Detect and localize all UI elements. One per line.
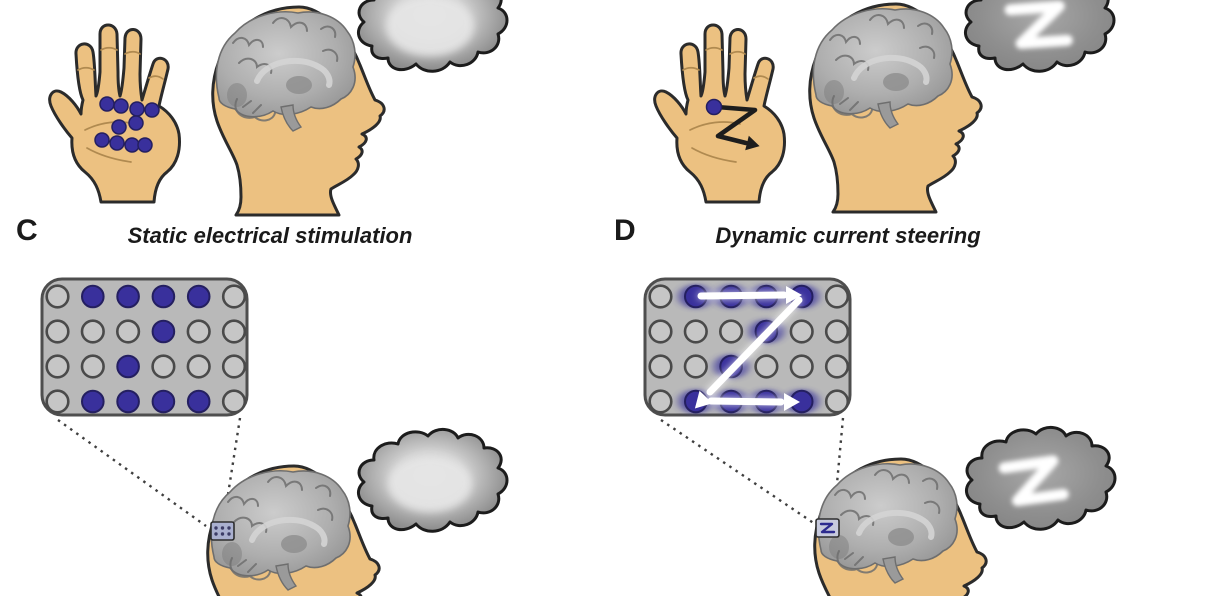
electrode-array-board: [643, 277, 852, 417]
arrow-top: [697, 291, 788, 300]
tactile-dot: [124, 137, 140, 153]
electrode-2-5: [221, 354, 247, 379]
z-trace-arrowhead: [745, 135, 760, 151]
electrode-0-0: [45, 284, 70, 309]
arrow-bottom-head: [784, 393, 800, 411]
active-electrode-0-1: [81, 284, 105, 309]
blurry-percept-blob: [386, 0, 474, 56]
zoom-callout-line-right-c: [222, 417, 242, 521]
tactile-dot: [128, 115, 144, 131]
hand-icon: [653, 23, 786, 204]
topleft-percept-cloud: [356, 0, 509, 73]
occipital-implant-chip-z-icon: [814, 517, 841, 539]
hand-icon: [48, 23, 181, 204]
electrode-2-3: [151, 354, 176, 379]
tactile-dot: [113, 98, 129, 114]
electrode-3-0: [648, 389, 673, 414]
panel-c-head-with-implant: [208, 466, 379, 596]
electrode-1-4: [186, 319, 211, 344]
active-electrode-1-3: [151, 319, 176, 344]
electrode-2-4: [789, 354, 814, 379]
electrode-1-4: [789, 319, 814, 344]
tactile-dot: [94, 132, 110, 148]
panel-c-electrode-array: [40, 277, 249, 417]
active-electrode-3-1: [81, 389, 105, 414]
zoom-callout-line-right-d: [832, 417, 845, 517]
z-trace-path: [714, 104, 758, 146]
zoom-callout-line-left-c: [57, 419, 207, 527]
current-steering-z-arrows: [694, 286, 803, 411]
topleft-hand-dot-pattern: [48, 23, 181, 204]
electrode-3-5: [221, 389, 247, 414]
zoom-callout-line-left-d: [660, 419, 819, 527]
electrode-1-5: [221, 319, 247, 344]
topright-head-with-brain: [810, 4, 981, 212]
electrode-2-1: [80, 354, 105, 379]
tactile-dot: [144, 102, 160, 118]
electrode-3-0: [45, 389, 70, 414]
topright-hand-traced-z: [653, 23, 786, 204]
blurry-percept-blob: [388, 456, 472, 512]
panel-d-head-with-implant: [815, 459, 986, 596]
active-electrode-3-3: [151, 389, 176, 414]
electrode-1-2: [116, 319, 141, 344]
tactile-dot: [111, 119, 127, 135]
electrode-2-5: [824, 354, 850, 379]
active-electrode-0-3: [151, 284, 176, 309]
tactile-dot: [109, 135, 125, 151]
electrode-2-1: [683, 354, 708, 379]
electrode-0-5: [824, 284, 850, 309]
electrode-1-0: [648, 319, 673, 344]
arrow-diagonal-head: [694, 390, 713, 409]
electrode-2-0: [648, 354, 673, 379]
electrode-2-0: [45, 354, 70, 379]
electrode-3-5: [824, 389, 850, 414]
electrode-1-0: [45, 319, 70, 344]
electrode-array-board: [40, 277, 249, 417]
arrow-bottom: [707, 397, 785, 406]
electrode-2-4: [186, 354, 211, 379]
electrode-1-5: [824, 319, 850, 344]
panel-c-label: C: [16, 214, 38, 247]
occipital-implant-chip-icon: [210, 521, 235, 541]
head-with-brain-icon: [810, 4, 981, 212]
active-electrode-3-2: [116, 389, 140, 414]
active-electrode-0-4: [186, 284, 211, 309]
electrode-1-2: [718, 319, 744, 344]
panel-d-electrode-array: [643, 277, 852, 417]
panel-c-title: Static electrical stimulation: [127, 223, 413, 248]
panel-d-percept-cloud: [964, 425, 1117, 531]
tactile-dot: [99, 96, 115, 112]
tactile-dot: [137, 137, 153, 153]
arrow-diagonal: [706, 296, 803, 396]
electrode-grid-d: [648, 284, 850, 414]
tactile-dot-z-pattern: [94, 96, 160, 153]
active-electrode-2-2: [116, 354, 140, 379]
electrode-0-5: [221, 284, 247, 309]
electrode-2-3: [754, 354, 779, 379]
z-trace-start-dot: [705, 98, 723, 116]
topright-percept-cloud: [963, 0, 1116, 73]
tactile-dot: [129, 101, 145, 117]
electrode-grid-c: [45, 284, 247, 414]
electrode-1-1: [683, 319, 708, 344]
active-electrode-0-2: [116, 284, 140, 309]
panel-c-percept-cloud: [356, 427, 509, 533]
arrow-top-head: [786, 286, 802, 304]
panel-d-label: D: [614, 214, 636, 247]
electrode-1-1: [80, 319, 105, 344]
panel-d-title: Dynamic current steering: [715, 223, 981, 248]
head-with-brain-icon: [815, 459, 986, 596]
electrode-0-0: [648, 284, 673, 309]
active-electrode-3-4: [186, 389, 211, 414]
